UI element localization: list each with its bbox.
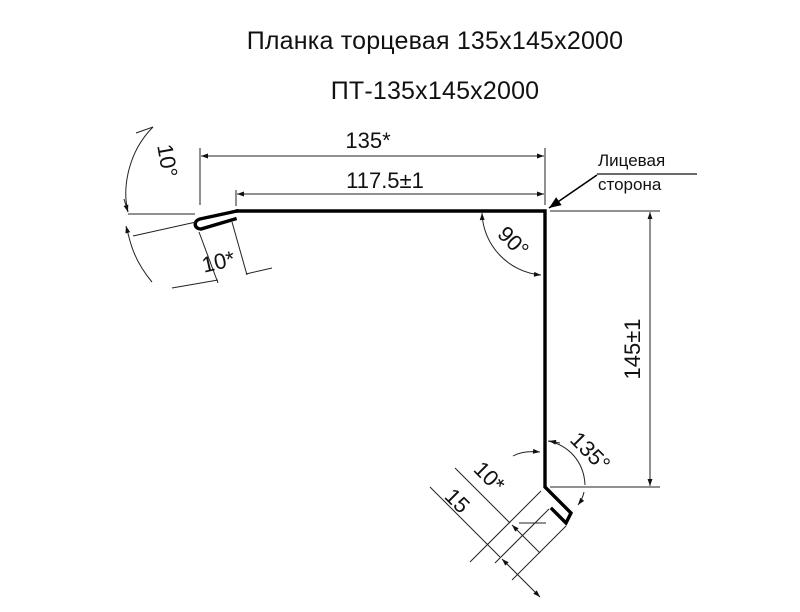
face-side-callout: Лицевая сторона <box>548 151 697 209</box>
dimension-overall-width: 135* <box>199 128 546 205</box>
bottom-hem-label: 10* <box>469 456 510 497</box>
dimension-height: 145±1 <box>550 210 660 488</box>
bottom-leg-label: 15 <box>440 483 475 518</box>
drawing-code: ПТ-135х145х2000 <box>330 77 540 105</box>
profile-top-and-wall <box>235 209 574 526</box>
height-label: 145±1 <box>620 318 645 379</box>
dimension-top-width: 117.5±1 <box>235 168 544 206</box>
bottom-angle-label: 135° <box>565 427 615 477</box>
dimension-top-angle: 10° <box>123 126 197 283</box>
top-hem-label: 10* <box>199 246 237 278</box>
dimension-corner-angle: 90° <box>479 212 542 277</box>
face-label-line-1: Лицевая <box>598 151 665 170</box>
corner-angle-label: 90° <box>493 221 534 262</box>
dimension-top-hem: 10* <box>171 221 273 289</box>
overall-width-label: 135* <box>345 128 391 153</box>
top-width-label: 117.5±1 <box>346 168 424 193</box>
top-angle-label: 10° <box>152 142 182 179</box>
sheet-profile <box>193 208 574 526</box>
face-label-line-2: сторона <box>598 175 662 194</box>
profile-top-hem <box>193 208 240 231</box>
dimension-bottom-angle: 135° <box>547 427 615 506</box>
drawing-title: Планка торцевая 135х145х2000 <box>246 27 624 55</box>
